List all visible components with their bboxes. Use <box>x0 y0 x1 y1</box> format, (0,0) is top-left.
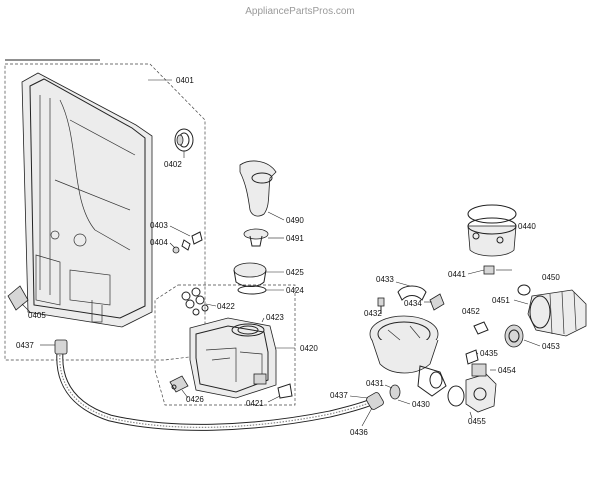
seal-0454-part[interactable] <box>447 385 465 407</box>
label-0452: 0452 <box>462 307 480 316</box>
panel-group-boundary <box>4 63 206 361</box>
lead-0421 <box>267 395 281 403</box>
ring-0402-part[interactable] <box>174 128 194 152</box>
lead-0455 <box>469 411 473 419</box>
label-0440: 0440 <box>518 222 536 231</box>
lead-0426 <box>181 389 189 399</box>
label-0402: 0402 <box>164 160 182 169</box>
pump-sump-0430-part[interactable] <box>369 315 447 397</box>
label-0455: 0455 <box>468 417 486 426</box>
lead-0431 <box>384 384 393 389</box>
clip-0403-part[interactable] <box>181 231 203 251</box>
label-0404: 0404 <box>150 238 168 247</box>
clamp-0433-part[interactable] <box>397 285 427 301</box>
lead-0404 <box>169 242 176 249</box>
cover-0405-part[interactable] <box>7 285 29 311</box>
lead-0403 <box>169 225 191 237</box>
tank-group-boundary <box>154 284 296 406</box>
seal-0431-part[interactable] <box>389 384 401 400</box>
lead-0441 <box>467 269 485 275</box>
pipe-0452-part[interactable] <box>473 321 489 335</box>
screw-0404-part[interactable] <box>172 246 180 254</box>
lead-0436 <box>361 407 373 427</box>
clip-0435-part[interactable] <box>465 349 479 365</box>
clamp-0450-part[interactable] <box>517 284 531 296</box>
label-0401: 0401 <box>176 76 194 85</box>
label-0426: 0426 <box>186 395 204 404</box>
label-0450: 0450 <box>542 273 560 282</box>
label-0405: 0405 <box>28 311 46 320</box>
label-0433: 0433 <box>376 275 394 284</box>
watermark-text: AppliancePartsPros.com <box>245 6 355 17</box>
label-0424: 0424 <box>286 286 304 295</box>
connector-0453-part[interactable] <box>504 324 524 348</box>
parts-0422-part[interactable] <box>181 287 209 316</box>
drain-hose-part[interactable] <box>54 339 385 431</box>
sump-tank-0420-part[interactable] <box>189 317 277 399</box>
seal-0424-part[interactable] <box>237 285 267 295</box>
label-0491: 0491 <box>286 234 304 243</box>
circulation-pump-0451-part[interactable] <box>527 289 587 337</box>
label-0441: 0441 <box>448 270 466 279</box>
lead-0422 <box>205 303 217 307</box>
lead-0490 <box>267 211 285 221</box>
lead-0430 <box>397 399 411 405</box>
label-0437-right: 0437 <box>330 391 348 400</box>
label-0431: 0431 <box>366 379 384 388</box>
lead-0451 <box>513 299 529 305</box>
label-0425: 0425 <box>286 268 304 277</box>
lead-0435 <box>475 351 479 355</box>
side-panel-part[interactable] <box>21 72 153 328</box>
label-0437-left: 0437 <box>16 341 34 350</box>
cap-0491-part[interactable] <box>243 228 269 247</box>
lead-0433 <box>395 281 411 287</box>
label-0435: 0435 <box>480 349 498 358</box>
label-0451: 0451 <box>492 296 510 305</box>
label-0421: 0421 <box>246 399 264 408</box>
float-0425-part[interactable] <box>233 262 267 287</box>
connector-0426-part[interactable] <box>169 375 189 393</box>
label-0403: 0403 <box>150 221 168 230</box>
lead-0405 <box>21 303 31 313</box>
lead-0453 <box>523 339 541 347</box>
bracket-0434-part[interactable] <box>429 293 445 311</box>
label-0430: 0430 <box>412 400 430 409</box>
label-0490: 0490 <box>286 216 304 225</box>
sensor-0441-part[interactable] <box>483 265 495 275</box>
label-0420: 0420 <box>300 344 318 353</box>
lead-0423 <box>261 317 265 323</box>
label-0423: 0423 <box>266 313 284 322</box>
lead-0437b <box>349 395 369 399</box>
label-0434: 0434 <box>404 299 422 308</box>
drain-pump-0455-part[interactable] <box>465 363 497 413</box>
screw-0432-part[interactable] <box>377 297 385 314</box>
label-0454: 0454 <box>498 366 516 375</box>
label-0453: 0453 <box>542 342 560 351</box>
heater-0440-part[interactable] <box>467 204 517 257</box>
label-0436: 0436 <box>350 428 368 437</box>
clip-0421-part[interactable] <box>277 383 293 399</box>
label-0432: 0432 <box>364 309 382 318</box>
funnel-0490-part[interactable] <box>239 160 277 217</box>
label-0422: 0422 <box>217 302 235 311</box>
